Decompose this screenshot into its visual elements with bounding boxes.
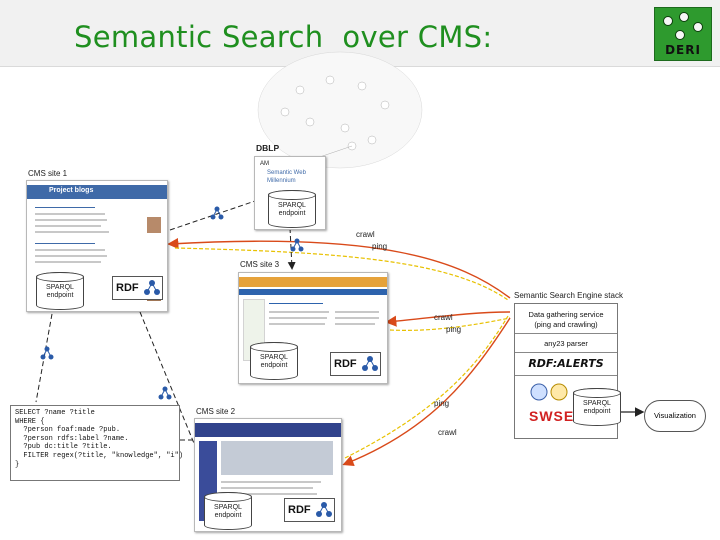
engine-row-alerts: RDF:ALERTS — [515, 353, 617, 376]
query-line: } — [15, 460, 20, 469]
query-line: ?person rdfs:label ?name. — [15, 434, 129, 443]
cms1-photo — [147, 217, 161, 233]
cms1-endpoint-label: SPARQL endpoint — [46, 284, 74, 299]
visualization-cloud: Visualization — [644, 400, 706, 432]
ping-edge-cms3 — [389, 317, 511, 331]
query-line: ?pub dc:title ?title. — [15, 443, 112, 452]
cms3-rdf-label: RDF — [334, 358, 357, 370]
cms2-label: CMS site 2 — [196, 407, 236, 416]
crawl-edge-cms1 — [167, 237, 511, 299]
cms1-label: CMS site 1 — [28, 169, 68, 178]
dblp-entry-line: AM — [260, 161, 269, 167]
logo-dot-icon — [663, 16, 673, 26]
query-line: SELECT ?name ?title — [15, 409, 95, 417]
slide-title: Semantic Search over CMS: — [74, 20, 493, 54]
ping-label: ping — [434, 399, 450, 408]
dblp-label: DBLP — [256, 143, 280, 153]
dblp-graph — [257, 51, 423, 169]
query-line: ?person foaf:made ?pub. — [15, 426, 121, 435]
engine-stack: Data gathering service (ping and crawlin… — [514, 303, 621, 439]
engine-endpoint-label: SPARQL endpoint — [583, 400, 611, 415]
cms1-banner: Project blogs — [49, 187, 94, 194]
logo-dot-icon — [693, 22, 703, 32]
ping-label: ping — [372, 242, 388, 251]
dblp-sparql-endpoint: SPARQL endpoint — [268, 190, 316, 228]
ping-edge-cms2 — [344, 315, 509, 459]
crawl-edge-cms3 — [385, 311, 511, 327]
link-cms1-cms2 — [139, 311, 206, 471]
engine-sparql-endpoint: SPARQL endpoint — [573, 388, 621, 426]
rdf-molecule-icon — [316, 502, 332, 517]
crawl-label: crawl — [356, 230, 375, 239]
sparql-link-icon — [210, 206, 224, 220]
engine-row-parser: any23 parser — [515, 335, 617, 353]
cms1-sparql-endpoint: SPARQL endpoint — [36, 272, 84, 310]
dblp-entry-line: Millennium — [267, 178, 296, 184]
slide-header: Semantic Search over CMS: DERI — [0, 0, 720, 67]
cms3-endpoint-label: SPARQL endpoint — [260, 354, 288, 369]
logo-dot-icon — [675, 30, 685, 40]
cms1-rdf-badge: RDF — [112, 276, 163, 300]
sparql-link-icon — [40, 346, 54, 360]
cms3-header-bar — [239, 277, 387, 287]
engine-label: Semantic Search Engine stack — [514, 291, 623, 300]
cms1-header-bar — [27, 185, 167, 199]
crawl-edge-cms2 — [342, 317, 511, 467]
query-line: WHERE { — [15, 417, 45, 426]
deri-logo: DERI — [654, 7, 712, 61]
ping-edge-cms1 — [174, 247, 509, 301]
rdf-molecule-icon — [362, 356, 378, 371]
crawl-label: crawl — [438, 428, 457, 437]
engine-row-gathering: Data gathering service (ping and crawlin… — [515, 306, 617, 334]
sparql-link-icon — [158, 386, 172, 400]
cms3-rdf-badge: RDF — [330, 352, 381, 376]
cms2-hero-image — [221, 441, 333, 475]
cms2-sparql-endpoint: SPARQL endpoint — [204, 492, 252, 530]
dblp-endpoint-label: SPARQL endpoint — [278, 202, 306, 217]
swse-label: SWSE — [529, 408, 575, 424]
cms1-rdf-label: RDF — [116, 282, 139, 294]
ping-label: ping — [446, 325, 462, 334]
crawl-label: crawl — [434, 313, 453, 322]
logo-text: DERI — [665, 43, 701, 57]
swse-logo-icon — [530, 383, 568, 401]
cms3-label: CMS site 3 — [240, 260, 280, 269]
sparql-query-box: SELECT ?name ?title WHERE { ?person foaf… — [10, 405, 184, 481]
cms3-sparql-endpoint: SPARQL endpoint — [250, 342, 298, 380]
dblp-entry-line: Semantic Web — [267, 170, 306, 176]
cms2-endpoint-label: SPARQL endpoint — [214, 504, 242, 519]
cms2-header-bar — [195, 423, 341, 437]
query-line: FILTER regex(?title, "knowledge", "i") — [15, 451, 184, 460]
cms2-rdf-badge: RDF — [284, 498, 335, 522]
sparql-link-icon — [290, 238, 304, 252]
rdf-molecule-icon — [144, 280, 160, 295]
cms2-rdf-label: RDF — [288, 504, 311, 516]
logo-dot-icon — [679, 12, 689, 22]
